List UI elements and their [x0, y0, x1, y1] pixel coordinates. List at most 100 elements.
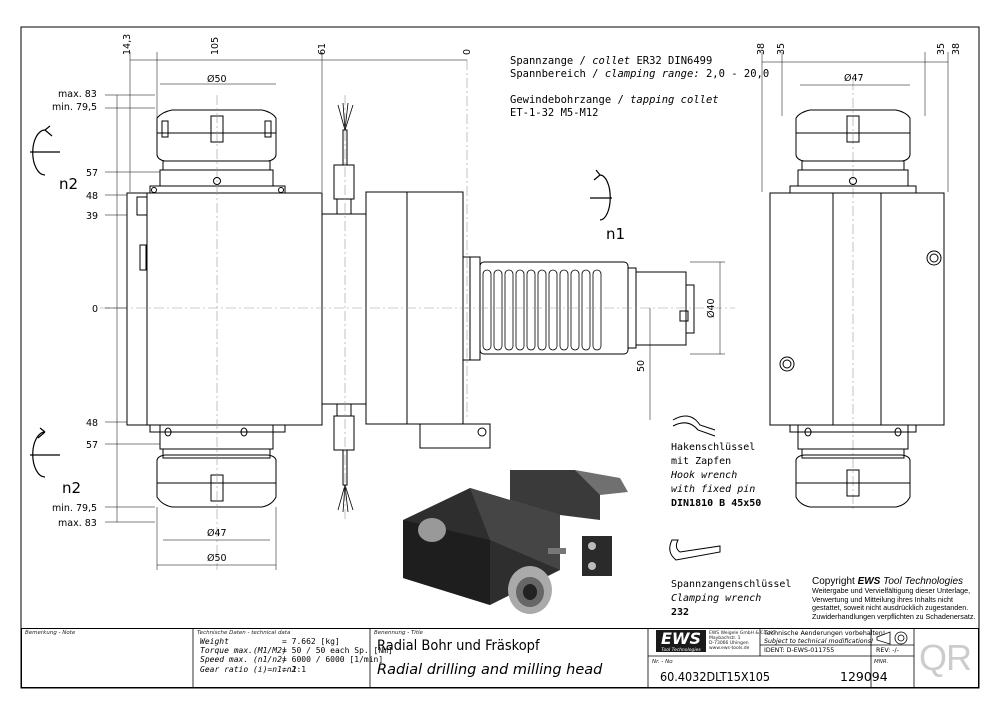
- hook-de2: mit Zapfen: [671, 456, 732, 467]
- part-number: 60.4032DLT15X105: [660, 669, 771, 684]
- tap-spec: ET-1-32 M5-M12: [510, 107, 599, 119]
- clamping-wrench-note: Spannzangenschlüssel Clamping wrench 232: [671, 578, 791, 620]
- title-de: Radial Bohr und Fräskopf: [377, 638, 540, 654]
- dim-39: 39: [86, 211, 98, 222]
- speed-label: Speed max. (n1/n2): [200, 655, 287, 665]
- weight-label: Weight: [200, 637, 229, 646]
- torque-value: = 50 / 50 each Sp. [Nm]: [282, 646, 393, 656]
- title-block-lines: [192, 628, 915, 688]
- front-dimension-labels: 14,3 105 61 0 Ø50 max. 83 min. 79,5 57 4…: [52, 34, 962, 564]
- tap-en: tapping collet: [630, 94, 719, 106]
- collet-en: collet: [592, 55, 631, 67]
- dim-max83-bot: max. 83: [58, 518, 97, 529]
- hook-de1: Hakenschlüssel: [671, 442, 756, 453]
- copyright-brand: EWS: [857, 576, 881, 587]
- collet-spec-note: Spannzange / collet ER32 DIN6499 Spannbe…: [510, 55, 769, 120]
- logo-text: EWS: [660, 629, 702, 648]
- change-note: Technische Aenderungen vorbehalten! Subj…: [764, 630, 885, 645]
- coolant-spray-icon: [337, 102, 354, 513]
- dim-min795-bot: min. 79,5: [52, 503, 97, 514]
- copyright-l4: Zuwiderhandlungen verpflichten zu Schade…: [812, 611, 976, 621]
- copyright-note: Copyright EWS Tool Technologies Weiterga…: [812, 576, 977, 621]
- ews-logo: EWS Tool Technologies: [656, 629, 706, 653]
- mnr-number: 129094: [840, 669, 888, 684]
- copyright-l3: gestattet, soweit nicht ausdrücklich zug…: [812, 603, 969, 612]
- weight-value: = 7.662 [kg]: [282, 637, 340, 646]
- dimension-lines: [105, 52, 949, 570]
- hook-wrench-note: Hakenschlüssel mit Zapfen Hook wrench wi…: [671, 441, 761, 511]
- dim-57-bot: 57: [86, 440, 98, 451]
- projection-symbol-icon: [876, 631, 908, 645]
- collet-spec: ER32 DIN6499: [630, 55, 713, 67]
- copyright-l1: Weitergabe und Vervielfältigung dieser U…: [812, 586, 971, 595]
- label-n1: n1: [606, 225, 625, 243]
- dim-dia47-side: Ø47: [844, 73, 864, 84]
- dim-61: 61: [317, 43, 328, 55]
- change-de: Technische Aenderungen vorbehalten!: [764, 630, 886, 637]
- change-en: Subject to technical modifications!: [764, 637, 874, 645]
- dim-0-mid: 0: [92, 304, 98, 315]
- rotation-arrow-icons: [30, 125, 612, 478]
- label-n2-bot: n2: [62, 479, 81, 497]
- dim-dia47-bot: Ø47: [207, 528, 227, 539]
- revision: REV: -/-: [876, 647, 899, 654]
- dim-35-left: 35: [776, 43, 787, 55]
- company-l2: Maybachstr. 1: [709, 636, 741, 641]
- clamping-wrench-icon: [669, 539, 721, 561]
- logo-sub: Tool Technologies: [661, 648, 701, 653]
- title-en: Radial drilling and milling head: [377, 662, 603, 678]
- dim-48-top: 48: [86, 191, 98, 202]
- hook-wrench-icon: [672, 415, 716, 437]
- tech-data: Weight = 7.662 [kg] Torque max.(M1/M2)= 5…: [200, 637, 393, 674]
- range-en: clamping range:: [604, 68, 700, 80]
- company-l3: D-73066 Uhingen: [709, 641, 749, 646]
- company-l4: www.ews-tools.de: [709, 646, 750, 651]
- dim-14-3: 14,3: [122, 34, 133, 55]
- side-view: [769, 109, 945, 508]
- company-l1: EWS Weigele GmbH & Co. KG: [709, 631, 776, 636]
- dim-dia50-bot: Ø50: [207, 553, 227, 564]
- dim-dia40: Ø40: [706, 298, 717, 318]
- dim-38-left: 38: [756, 43, 767, 55]
- gear-value: = 1:1: [282, 664, 307, 674]
- qr-placeholder: QR: [919, 637, 972, 678]
- nr-label: Nr. - No: [652, 659, 673, 665]
- dim-50: 50: [636, 360, 647, 372]
- copyright-l2: Verwertung und Mitteilung ihres Inhalts …: [812, 594, 954, 604]
- dim-dia50-top: Ø50: [207, 74, 227, 85]
- hook-en1: Hook wrench: [671, 470, 738, 481]
- clamp-de: Spannzangenschlüssel: [671, 579, 792, 590]
- dim-38-right: 38: [951, 43, 962, 55]
- dim-max83-top: max. 83: [58, 89, 97, 100]
- copyright-prefix: Copyright: [812, 576, 858, 587]
- tap-de: Gewindebohrzange /: [510, 94, 631, 106]
- speed-value: = 6000 / 6000 [1/min]: [282, 655, 384, 665]
- dim-0-top: 0: [462, 49, 473, 55]
- ident: IDENT: D-EWS-011755: [764, 647, 835, 654]
- copyright-suffix: Tool Technologies: [880, 576, 964, 587]
- range-de: Spannbereich /: [510, 68, 605, 80]
- clamp-en: Clamping wrench: [671, 593, 762, 604]
- dim-min795-top: min. 79,5: [52, 102, 97, 113]
- dim-48-bot: 48: [86, 418, 98, 429]
- clamp-spec: 232: [671, 607, 690, 618]
- title-block: Bemerkung - Note Technische Daten - tech…: [21, 628, 979, 688]
- note-label: Bemerkung - Note: [25, 630, 76, 636]
- tech-data-label: Technische Daten - technical data: [197, 630, 291, 636]
- speed-labels: n1 n2 n2: [59, 175, 625, 497]
- hook-spec: DIN1810 B 45x50: [671, 498, 762, 509]
- isometric-render: [403, 470, 628, 614]
- dim-105: 105: [210, 37, 221, 55]
- hook-en2: with fixed pin: [671, 484, 756, 495]
- drawing-frame: [20, 26, 980, 689]
- company-address: EWS Weigele GmbH & Co. KG Maybachstr. 1 …: [709, 631, 775, 651]
- center-lines: [100, 60, 854, 570]
- front-view: [126, 109, 695, 508]
- gear-label: Gear ratio (i)=n1:n2: [200, 664, 297, 674]
- mnr-label: MNR.: [874, 659, 889, 665]
- shank-threads: [482, 269, 602, 351]
- collet-de: Spannzange /: [510, 55, 593, 67]
- dim-35-right: 35: [936, 43, 947, 55]
- label-n2-top: n2: [59, 175, 78, 193]
- torque-label: Torque max.(M1/M2): [200, 646, 287, 656]
